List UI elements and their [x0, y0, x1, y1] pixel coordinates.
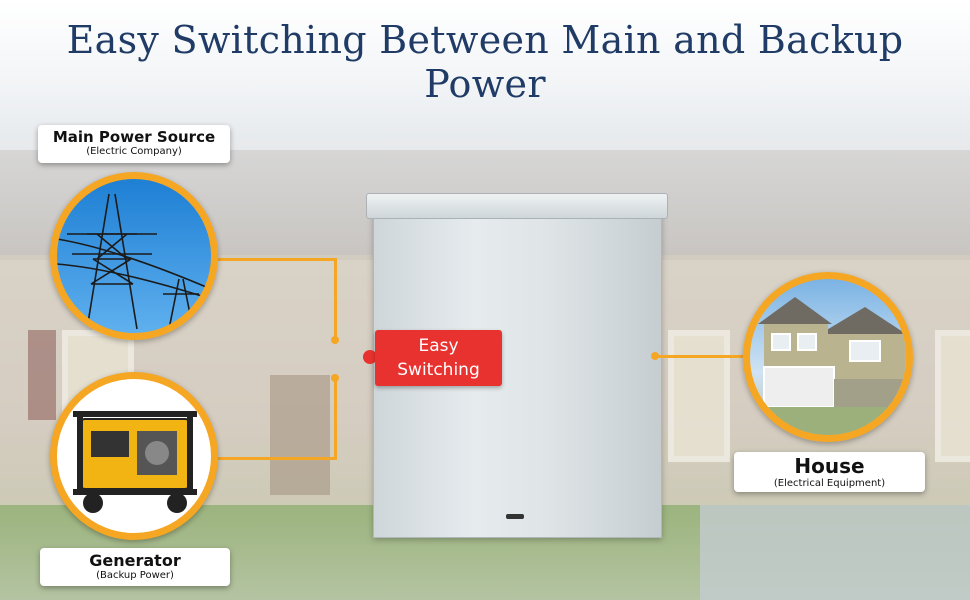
connector-dot: [331, 336, 339, 344]
label-pointer-dot: [363, 350, 377, 364]
connector-dot: [331, 374, 339, 382]
generator-icon: [50, 372, 218, 540]
connector-line: [655, 355, 747, 358]
main-source-callout: Main Power Source (Electric Company): [38, 125, 230, 163]
easy-switching-label: Easy Switching: [375, 330, 502, 386]
page-title: Easy Switching Between Main and Backup P…: [66, 18, 904, 106]
easy-switching-line2: Switching: [397, 360, 480, 380]
window: [935, 330, 970, 462]
generator-sub: (Backup Power): [96, 570, 174, 581]
connector-line: [334, 258, 337, 340]
house-icon: [743, 272, 913, 442]
window: [668, 330, 730, 462]
stone-pillar: [270, 375, 330, 495]
connector-line: [215, 457, 335, 460]
main-source-sub: (Electric Company): [86, 146, 182, 157]
enclosure-latch: [506, 514, 524, 519]
shutter: [28, 330, 56, 420]
easy-switching-line1: Easy: [418, 336, 459, 356]
house-heading: House: [794, 454, 865, 478]
house-callout: House (Electrical Equipment): [734, 452, 925, 492]
connector-line: [215, 258, 335, 261]
main-source-heading: Main Power Source: [52, 128, 216, 146]
transfer-switch-enclosure: [373, 198, 662, 538]
enclosure-cap: [366, 193, 668, 219]
power-tower-icon: [50, 172, 218, 340]
house-sub: (Electrical Equipment): [773, 478, 886, 489]
generator-heading: Generator: [89, 551, 181, 570]
connector-dot: [651, 352, 659, 360]
generator-callout: Generator (Backup Power): [40, 548, 230, 586]
connector-line: [334, 378, 337, 460]
driveway: [700, 505, 970, 600]
